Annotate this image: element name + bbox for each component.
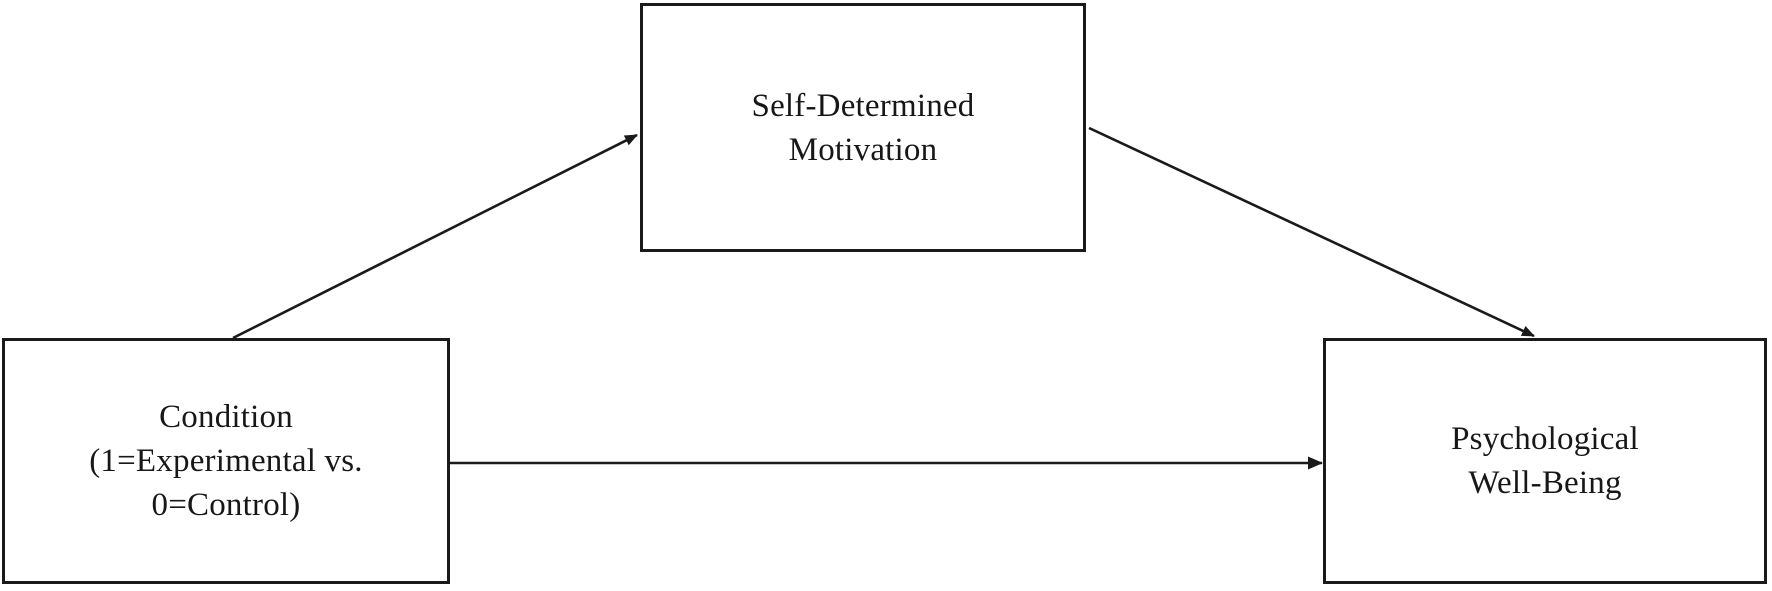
- node-psychological-well-being: Psychological Well-Being: [1323, 338, 1767, 584]
- node-self-determined-motivation-label: Self-Determined Motivation: [751, 87, 975, 168]
- node-self-determined-motivation: Self-Determined Motivation: [640, 3, 1086, 252]
- edge-b-path-line: [1088, 126, 1535, 338]
- node-condition-label: Condition (1=Experimental vs. 0=Control): [89, 399, 363, 523]
- edge-a-path-line: [232, 133, 638, 340]
- node-condition: Condition (1=Experimental vs. 0=Control): [2, 338, 450, 584]
- node-psychological-well-being-label: Psychological Well-Being: [1451, 421, 1639, 501]
